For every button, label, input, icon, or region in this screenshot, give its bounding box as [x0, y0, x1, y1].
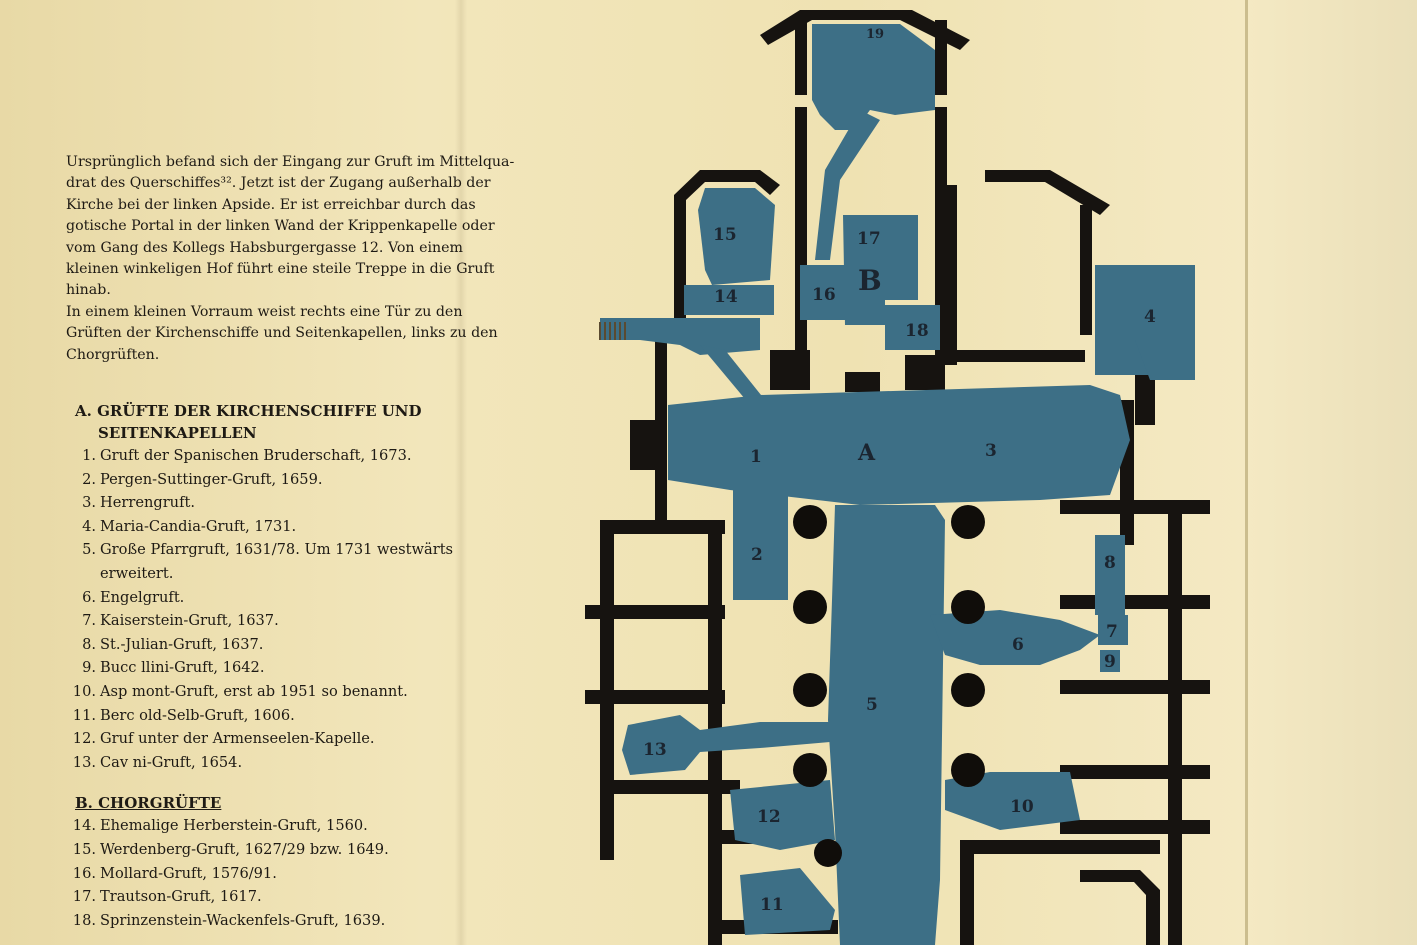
intro-line: Chorgrüften. — [66, 346, 160, 363]
list-item: 16.Mollard-Gruft, 1576/91. — [72, 864, 277, 882]
label-9: 9 — [1104, 652, 1116, 672]
label-14: 14 — [714, 287, 738, 307]
intro-paragraph: Ursprünglich befand sich der Eingang zur… — [66, 152, 556, 366]
list-item: 5.Große Pfarrgruft, 1631/78. Um 1731 wes… — [82, 541, 454, 559]
list-item: 18.Sprinzenstein-Wackenfels-Gruft, 1639. — [72, 911, 386, 929]
crypt-areas — [600, 24, 1195, 945]
label-13: 13 — [643, 740, 667, 760]
crypt-18 — [885, 305, 940, 350]
label-11: 11 — [760, 895, 784, 915]
label-17: 17 — [857, 229, 881, 249]
intro-line: drat des Querschiffes³². Jetzt ist der Z… — [66, 175, 491, 192]
section-b-heading: B. CHORGRÜFTE — [75, 794, 222, 813]
label-15: 15 — [713, 225, 737, 245]
crypt-12 — [730, 780, 835, 850]
label-B: B — [858, 264, 882, 297]
crypt-7 — [1098, 615, 1128, 645]
crypt-6 — [930, 610, 1100, 665]
list-item: 3.Herrengruft. — [82, 494, 195, 512]
list-item: 14.Ehemalige Herberstein-Gruft, 1560. — [72, 817, 368, 835]
crypt-15 — [698, 188, 775, 285]
list-item: 12.Gruf unter der Armenseelen-Kapelle. — [72, 730, 375, 748]
entrance-stair — [599, 322, 626, 340]
label-3: 3 — [985, 441, 997, 461]
list-item: 1.Gruft der Spanischen Bruderschaft, 167… — [82, 447, 412, 465]
label-5: 5 — [866, 695, 878, 715]
section-b-list: 14.Ehemalige Herberstein-Gruft, 1560. 15… — [66, 814, 556, 932]
crypt-2 — [733, 490, 788, 600]
list-item: 2.Pergen-Suttinger-Gruft, 1659. — [82, 470, 323, 488]
section-a-heading: A. GRÜFTE DER KIRCHENSCHIFFE UND — [75, 402, 422, 421]
crypt-10 — [945, 772, 1080, 830]
list-item: 4.Maria-Candia-Gruft, 1731. — [82, 517, 297, 535]
crypt-floor-plan: 19 15 14 17 B 16 18 4 1 A 3 2 8 6 7 9 5 … — [585, 10, 1210, 945]
section-a-heading-cont: SEITENKAPELLEN — [98, 424, 257, 443]
church-walls — [585, 10, 1210, 945]
label-19: 19 — [866, 27, 884, 42]
crypt-8 — [1095, 535, 1125, 615]
label-A: A — [857, 440, 876, 466]
map-labels: 19 15 14 17 B 16 18 4 1 A 3 2 8 6 7 9 5 … — [643, 27, 1156, 915]
crypt-11 — [740, 868, 835, 935]
list-item: erweitert. — [100, 565, 174, 583]
label-10: 10 — [1010, 797, 1034, 817]
legend-column: Ursprünglich befand sich der Eingang zur… — [66, 152, 556, 932]
intro-line: hinab. — [66, 282, 111, 299]
page-fold-line — [1245, 0, 1248, 945]
columns — [793, 505, 985, 867]
crypt-16 — [800, 265, 845, 320]
crypt-19 — [812, 24, 935, 130]
intro-line: Kirche bei der linken Apside. Er ist err… — [66, 196, 476, 213]
intro-line: kleinen winkeligen Hof führt eine steile… — [66, 261, 495, 278]
label-16: 16 — [812, 285, 836, 305]
label-1: 1 — [750, 447, 762, 467]
page-crease — [455, 0, 467, 945]
crypt-14 — [684, 285, 774, 315]
crypt-5 — [828, 505, 945, 945]
intro-line: Ursprünglich befand sich der Eingang zur… — [66, 154, 515, 170]
list-item: 11.Berc old-Selb-Gruft, 1606. — [72, 706, 295, 724]
label-7: 7 — [1106, 622, 1118, 642]
crypt-9 — [1100, 650, 1120, 672]
list-item: 9.Bucc llini-Gruft, 1642. — [82, 659, 265, 677]
section-a-list: 1.Gruft der Spanischen Bruderschaft, 167… — [66, 444, 556, 774]
list-item: 13.Cav ni-Gruft, 1654. — [72, 753, 243, 771]
intro-line: vom Gang des Kollegs Habsburgergasse 12.… — [66, 239, 463, 256]
label-2: 2 — [751, 545, 763, 565]
intro-line: In einem kleinen Vorraum weist rechts ei… — [66, 303, 463, 320]
list-item: 15.Werdenberg-Gruft, 1627/29 bzw. 1649. — [72, 840, 389, 858]
crypt-A — [668, 385, 1130, 505]
list-item: 7.Kaiserstein-Gruft, 1637. — [82, 612, 279, 630]
crypt-17 — [843, 215, 918, 325]
list-item: 8.St.-Julian-Gruft, 1637. — [82, 635, 264, 653]
intro-line: gotische Portal in der linken Wand der K… — [66, 218, 495, 235]
intro-line: Grüften der Kirchenschiffe und Seitenkap… — [66, 325, 498, 342]
label-8: 8 — [1104, 553, 1116, 573]
label-18: 18 — [905, 321, 929, 341]
passage-16 — [815, 110, 880, 260]
list-item: 17.Trautson-Gruft, 1617. — [72, 888, 262, 906]
label-6: 6 — [1012, 635, 1024, 655]
list-item: 6.Engelgruft. — [82, 588, 185, 606]
crypt-13 — [622, 715, 830, 775]
label-4: 4 — [1144, 307, 1156, 327]
apse-wall — [760, 10, 970, 50]
list-item: 10.Asp mont-Gruft, erst ab 1951 so benan… — [72, 683, 408, 700]
label-12: 12 — [757, 807, 781, 827]
